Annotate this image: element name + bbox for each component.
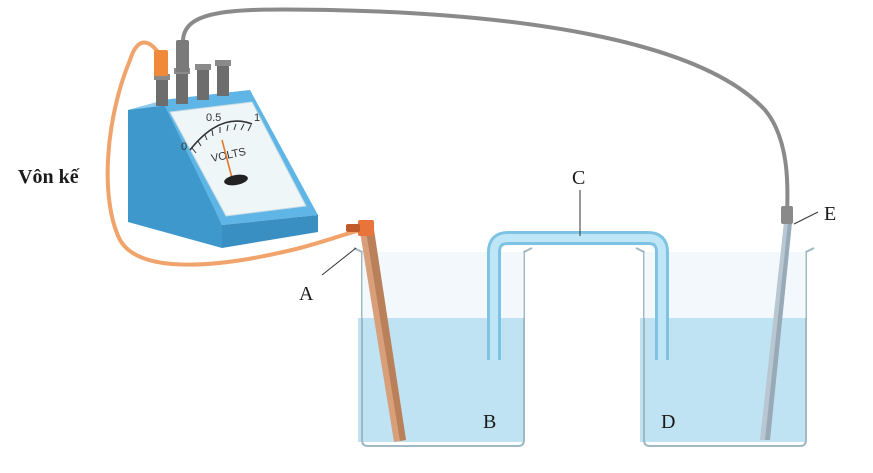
meter-face: [169, 101, 307, 217]
orange-plug: [154, 50, 168, 76]
electrode-e: [760, 206, 793, 440]
meter-scale-mid: 0.5: [206, 112, 221, 124]
salt-bridge-inner: [490, 234, 666, 360]
orange-wire: [105, 40, 364, 267]
meter-ticks: [191, 123, 252, 154]
pointer-e: [793, 211, 819, 225]
meter-scale-arc: [189, 120, 253, 151]
meter-pivot: [224, 174, 248, 186]
electrode-a: [346, 220, 406, 442]
meter-needle: [221, 139, 233, 179]
terminal-posts: [154, 60, 231, 106]
label-c: C: [572, 167, 585, 189]
label-e: E: [824, 203, 836, 225]
meter-scale-zero: 0: [181, 141, 187, 153]
label-a: A: [299, 283, 314, 305]
label-b: B: [483, 411, 496, 433]
grey-wire: [181, 7, 790, 217]
label-d: D: [661, 411, 675, 433]
label-voltmeter: Vôn kế: [18, 166, 80, 188]
voltmeter-base: [222, 215, 318, 248]
voltmeter: 0 0.5 1 VOLTS: [128, 40, 318, 248]
voltmeter-side: [128, 100, 222, 248]
grey-plug: [176, 40, 189, 72]
meter-scale-one: 1: [254, 112, 260, 124]
pointer-a: [321, 247, 357, 276]
